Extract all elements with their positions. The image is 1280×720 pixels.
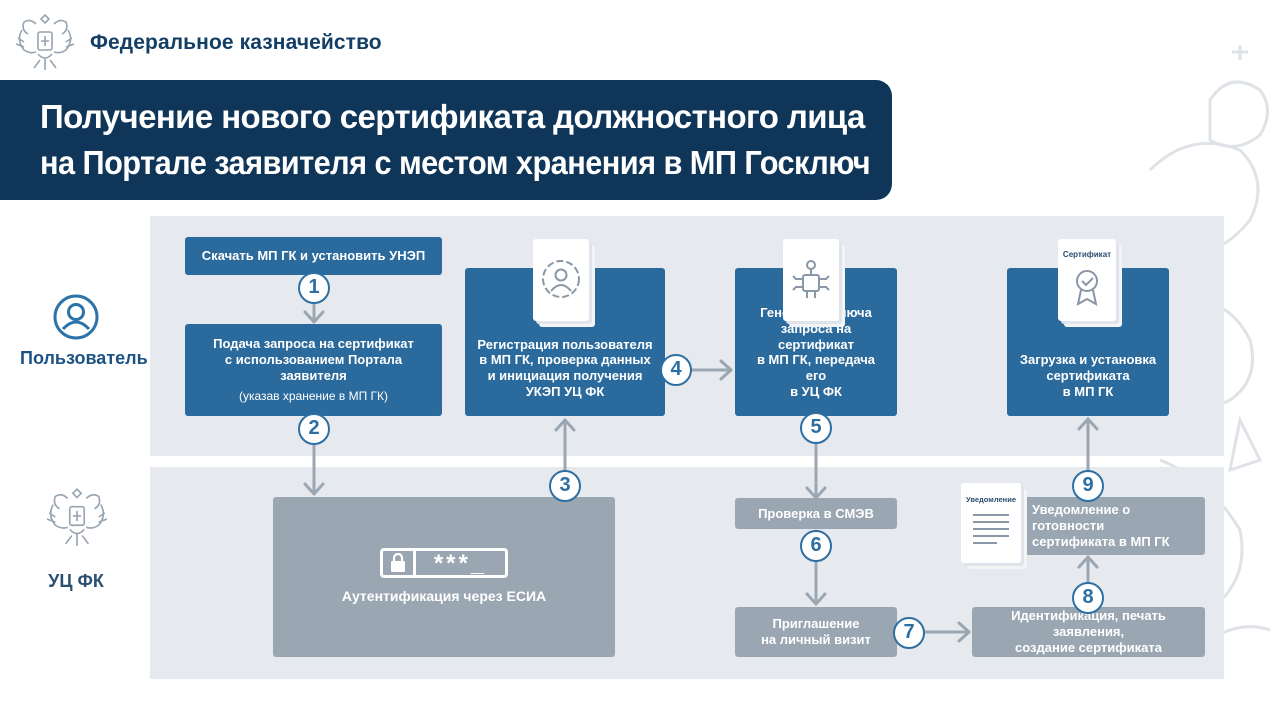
step-auth-esia-text: Аутентификация через ЕСИА [341, 588, 547, 605]
certificate-card: Сертификат [1058, 239, 1116, 321]
step-notification-line1: Уведомление о готовности [1032, 502, 1131, 534]
step-download-install-text: Скачать МП ГК и установить УНЭП [201, 248, 426, 264]
user-circle-icon [53, 294, 99, 340]
step-number-4: 4 [660, 354, 692, 386]
lock-icon [380, 548, 416, 579]
step-generate-key-line3: в МП ГК, передача его [756, 352, 876, 384]
step-smev-check: Проверка в СМЭВ [735, 498, 897, 529]
person-card [533, 239, 589, 321]
lane-label-user: Пользователь [20, 348, 148, 368]
person-icon [542, 260, 580, 298]
step-identification-line2: создание сертификата [1015, 639, 1162, 655]
chip-card [783, 239, 839, 321]
step-auth-esia: ***_ Аутентификация через ЕСИА [273, 497, 615, 657]
password-field-graphic: ***_ [380, 548, 508, 579]
step-generate-key-line4: в УЦ ФК [790, 384, 842, 400]
step-load-certificate-line1: Загрузка и установка [1019, 352, 1157, 368]
step-smev-check-text: Проверка в СМЭВ [758, 505, 874, 521]
step-notification-line2: сертификата в МП ГК [1032, 533, 1170, 549]
step-invitation-line2: на личный визит [761, 632, 871, 647]
org-name: Федеральное казначейство [90, 31, 382, 54]
step-submit-request-line3: заявителя [280, 367, 347, 383]
document-lines-icon [973, 514, 1009, 544]
step-invitation: Приглашение на личный визит [735, 607, 897, 657]
step-submit-request-line2: с использованием Портала [224, 351, 403, 367]
step-submit-request-note: (указав хранение в МП ГК) [238, 389, 389, 404]
coat-of-arms-icon [15, 13, 75, 70]
step-generate-key-line2: запроса на сертификат [777, 320, 855, 352]
badge-check-icon [1076, 270, 1098, 306]
step-submit-request-line1: Подача запроса на сертификат [213, 335, 414, 351]
password-mask: ***_ [416, 548, 508, 579]
notification-card: Уведомление [961, 483, 1021, 563]
step-load-certificate-line3: в МП ГК [1062, 384, 1114, 400]
step-submit-request: Подача запроса на сертификат с использов… [185, 324, 442, 416]
step-number-8: 8 [1072, 582, 1104, 614]
step-number-5: 5 [800, 412, 832, 444]
page-title-line2: на Портале заявителя с местом хранения в… [40, 144, 871, 181]
lane-label-ucfk: УЦ ФК [48, 571, 104, 591]
step-identification: Идентификация, печать заявления, создани… [972, 607, 1205, 657]
certificate-card-label: Сертификат [1062, 250, 1112, 259]
step-download-install: Скачать МП ГК и установить УНЭП [185, 237, 442, 275]
step-register-user-line3: и инициация получения [487, 368, 643, 384]
step-number-6: 6 [800, 530, 832, 562]
step-identification-line1: Идентификация, печать заявления, [1011, 608, 1166, 640]
step-number-1: 1 [298, 272, 330, 304]
chip-icon [792, 260, 830, 298]
step-register-user-line2: в МП ГК, проверка данных [479, 352, 651, 368]
title-banner [0, 80, 892, 200]
step-register-user-line4: УКЭП УЦ ФК [525, 384, 605, 400]
step-invitation-line1: Приглашение [772, 616, 860, 632]
coat-of-arms-icon [46, 487, 108, 546]
step-number-3: 3 [549, 470, 581, 502]
notification-card-label: Уведомление [965, 495, 1016, 504]
step-load-certificate-line2: сертификата [1046, 368, 1130, 384]
step-number-2: 2 [298, 413, 330, 445]
step-number-9: 9 [1072, 470, 1104, 502]
page-title-line1: Получение нового сертификата должностног… [40, 98, 865, 135]
step-number-7: 7 [893, 617, 925, 649]
step-register-user-line1: Регистрация пользователя [477, 336, 653, 352]
